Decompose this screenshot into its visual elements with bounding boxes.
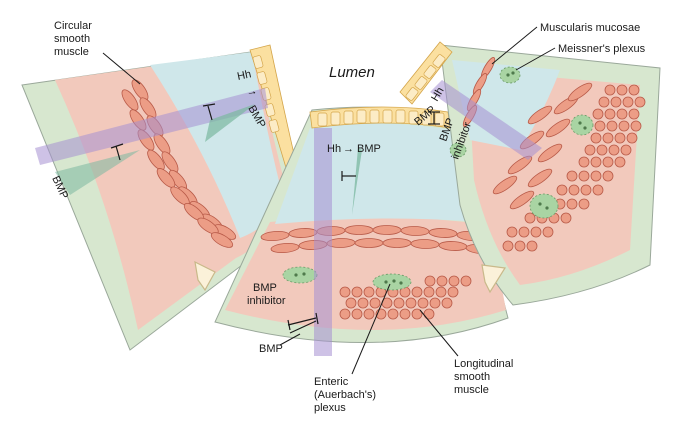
center-hh-label: Hh (327, 143, 341, 155)
center-circular-muscle-cells (260, 225, 495, 320)
left-hh-label: Hh (236, 68, 252, 83)
right-inhibition-marks (428, 111, 440, 125)
circular-muscle-leader (102, 52, 141, 85)
left-bmp-wedge (205, 104, 255, 142)
lumen-label: Lumen (329, 64, 375, 81)
left-segment: Hh → BMP BMP (21, 44, 301, 351)
center-segment: Hh → BMP BMP inhibitor BMP (214, 106, 509, 356)
longitudinal-muscle-line1: Longitudinal (454, 358, 513, 370)
center-bmp-connector (279, 333, 301, 346)
arrow-center-to-right (481, 264, 507, 294)
center-bmp-label: BMP (357, 143, 381, 155)
left-inhibition-marks (110, 103, 216, 161)
center-epithelium (309, 106, 451, 129)
longitudinal-muscle-line3: muscle (454, 384, 489, 396)
enteric-plexus-line2: (Auerbach's) (314, 389, 376, 401)
left-hh-arrow: → (245, 85, 258, 99)
circular-muscle-line1: Circular (54, 20, 92, 32)
longitudinal-muscle-line2: smooth (454, 371, 490, 383)
center-inhibition-marks (287, 171, 356, 334)
meissners-plexus-leader (515, 47, 556, 71)
center-hh-beam (314, 128, 332, 356)
circular-muscle-line2: smooth (54, 33, 90, 45)
arrow-left-to-center (194, 260, 216, 292)
right-circular-muscle-cells (492, 82, 646, 252)
right-epithelium (399, 41, 453, 105)
center-bmp-inhibitor-line2: inhibitor (247, 295, 286, 307)
center-bmp-bottom-label: BMP (259, 343, 283, 355)
enteric-plexus-leader (351, 283, 391, 375)
circular-muscle-line3: muscle (54, 46, 89, 58)
right-plexus (449, 66, 594, 219)
left-bmp-wedge-2 (55, 150, 140, 195)
center-plexus (282, 266, 412, 291)
right-segment: Hh BMP BMP inhibitor (399, 41, 661, 306)
right-longitudinal-muscle-cells (502, 84, 646, 252)
meissners-plexus-label: Meissner's plexus (558, 43, 646, 55)
center-bmp-inhibitor-line1: BMP (253, 282, 277, 294)
center-longitudinal-muscle-cells (339, 275, 472, 320)
muscularis-mucosae-label: Muscularis mucosae (540, 22, 640, 34)
longitudinal-muscle-leader (419, 309, 459, 357)
center-bmp-wedge (352, 148, 362, 215)
enteric-plexus-line1: Enteric (314, 376, 349, 388)
center-hh-arrow: → (343, 143, 354, 155)
left-hh-beam (35, 88, 268, 165)
muscularis-mucosae-leader (491, 26, 538, 65)
right-hh-beam (430, 80, 542, 160)
enteric-plexus-line3: plexus (314, 402, 346, 414)
